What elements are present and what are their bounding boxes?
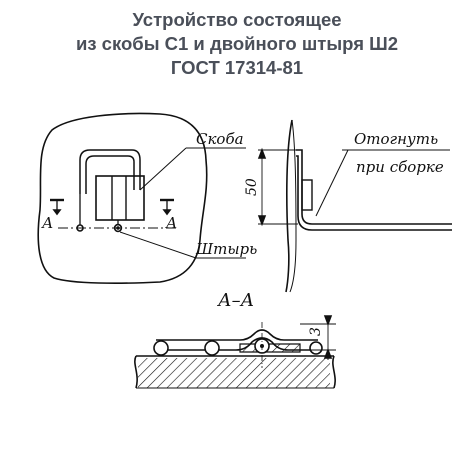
section-title: А–А (216, 290, 254, 311)
wire-section-4 (309, 341, 323, 355)
section-marker-left: А (41, 214, 53, 232)
wire-section-2 (204, 340, 220, 356)
skoba-leader (139, 147, 187, 191)
front-view (37, 112, 246, 284)
bracket-wire (79, 149, 141, 194)
title-line-1: Устройство состоящее (132, 9, 342, 30)
side-view (257, 119, 452, 293)
diagram-title: Устройство состоящее из скобы С1 и двойн… (0, 8, 474, 80)
otognut-leader (315, 149, 349, 217)
bracket-profile (296, 149, 452, 225)
section-base-hatched (138, 358, 330, 388)
front-view-outline (37, 112, 208, 284)
side-wall (285, 119, 293, 293)
bracket-plate (95, 175, 145, 221)
section-view (134, 315, 336, 389)
bracket-wire-inner (85, 155, 135, 194)
otognut-label: Отогнуть (354, 130, 438, 148)
title-line-2: из скобы С1 и двойного штыря Ш2 (75, 33, 399, 54)
shtyr-leader (119, 231, 197, 259)
section-bracket (156, 329, 318, 341)
skoba-label: Скоба (196, 130, 244, 148)
shtyr-label: Штырь (195, 240, 257, 258)
pri-sborke-label: при сборке (356, 158, 444, 176)
wire-section-1 (153, 340, 169, 356)
dim-3-label: 3 (308, 327, 324, 336)
title-line-3: ГОСТ 17314-81 (170, 57, 304, 78)
section-marker-right: А (165, 214, 177, 232)
dim-50-label: 50 (244, 178, 260, 196)
